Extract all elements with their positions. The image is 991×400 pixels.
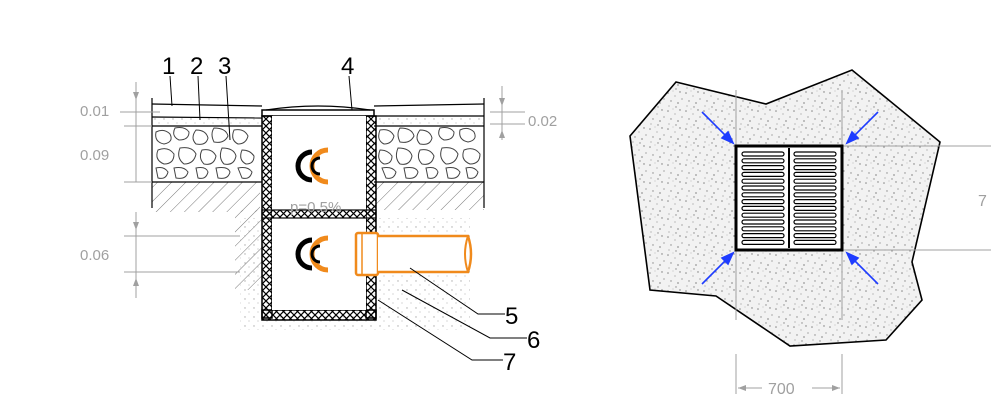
grate-slot [741, 151, 785, 157]
grate-slot [793, 185, 837, 191]
grate-slot [793, 205, 837, 211]
plan-view: 700 7 [629, 69, 991, 398]
chamber-floor [261, 309, 377, 321]
dim-plan-width: 700 [768, 381, 795, 398]
plan-width-dimension: 700 [738, 381, 840, 398]
callout-1: 1 [162, 53, 175, 80]
grate-slot [741, 192, 785, 198]
grate-frame [261, 109, 375, 117]
dim-plan-height: 7 [978, 193, 987, 210]
soil-hatch-right [376, 182, 484, 210]
gravel-layer-left [152, 126, 260, 182]
grate-slot [741, 165, 785, 171]
sand-layer-left [152, 117, 260, 126]
soil-hatch-left [152, 182, 260, 212]
callout-6: 6 [527, 327, 540, 354]
dim-top-layer: 0.01 [80, 103, 109, 120]
pipe-opening-lower [295, 235, 329, 273]
grate-slot [793, 212, 837, 218]
grate-slot [793, 199, 837, 205]
pipe-opening-upper [295, 147, 329, 185]
grate-slot [793, 226, 837, 232]
grate-slot [793, 192, 837, 198]
sand-layer-right [376, 116, 484, 126]
grate-slots [741, 151, 837, 245]
grate-slot [793, 178, 837, 184]
callout-7: 7 [503, 349, 516, 376]
gravel-layer-right [376, 126, 484, 182]
callout-leaders [169, 75, 527, 361]
callout-3: 3 [218, 53, 231, 80]
callout-4: 4 [341, 53, 354, 80]
grate-slot [741, 171, 785, 177]
callout-2: 2 [190, 53, 203, 80]
grate-slot [741, 233, 785, 239]
grate-slot [793, 171, 837, 177]
section-view: p=0.5% 0.01 0.09 0.06 0.02 [80, 53, 557, 376]
grate-slot [741, 212, 785, 218]
chamber-joint [261, 209, 377, 219]
outlet-pipe [354, 231, 473, 277]
dimension-lines-right [490, 86, 525, 140]
slope-label: p=0.5% [290, 199, 341, 216]
grate-slot [793, 165, 837, 171]
grate-slot [793, 239, 837, 245]
grate-slot [793, 233, 837, 239]
dim-right-layer: 0.02 [528, 113, 557, 130]
dim-gravel-layer: 0.09 [80, 147, 109, 164]
grate-slot [741, 219, 785, 225]
grate-slot [793, 219, 837, 225]
grate-slot [741, 178, 785, 184]
callout-5: 5 [505, 303, 518, 330]
grate-slot [741, 239, 785, 245]
grate-slot [741, 226, 785, 232]
flow-arrows [701, 111, 879, 285]
grate-slot [793, 151, 837, 157]
grate-slot [741, 199, 785, 205]
grate-slot [741, 158, 785, 164]
grate-slot [741, 185, 785, 191]
grate-top [265, 105, 371, 111]
grate-slot [741, 205, 785, 211]
dim-pipe-depth: 0.06 [80, 247, 109, 264]
grate-slot [793, 158, 837, 164]
